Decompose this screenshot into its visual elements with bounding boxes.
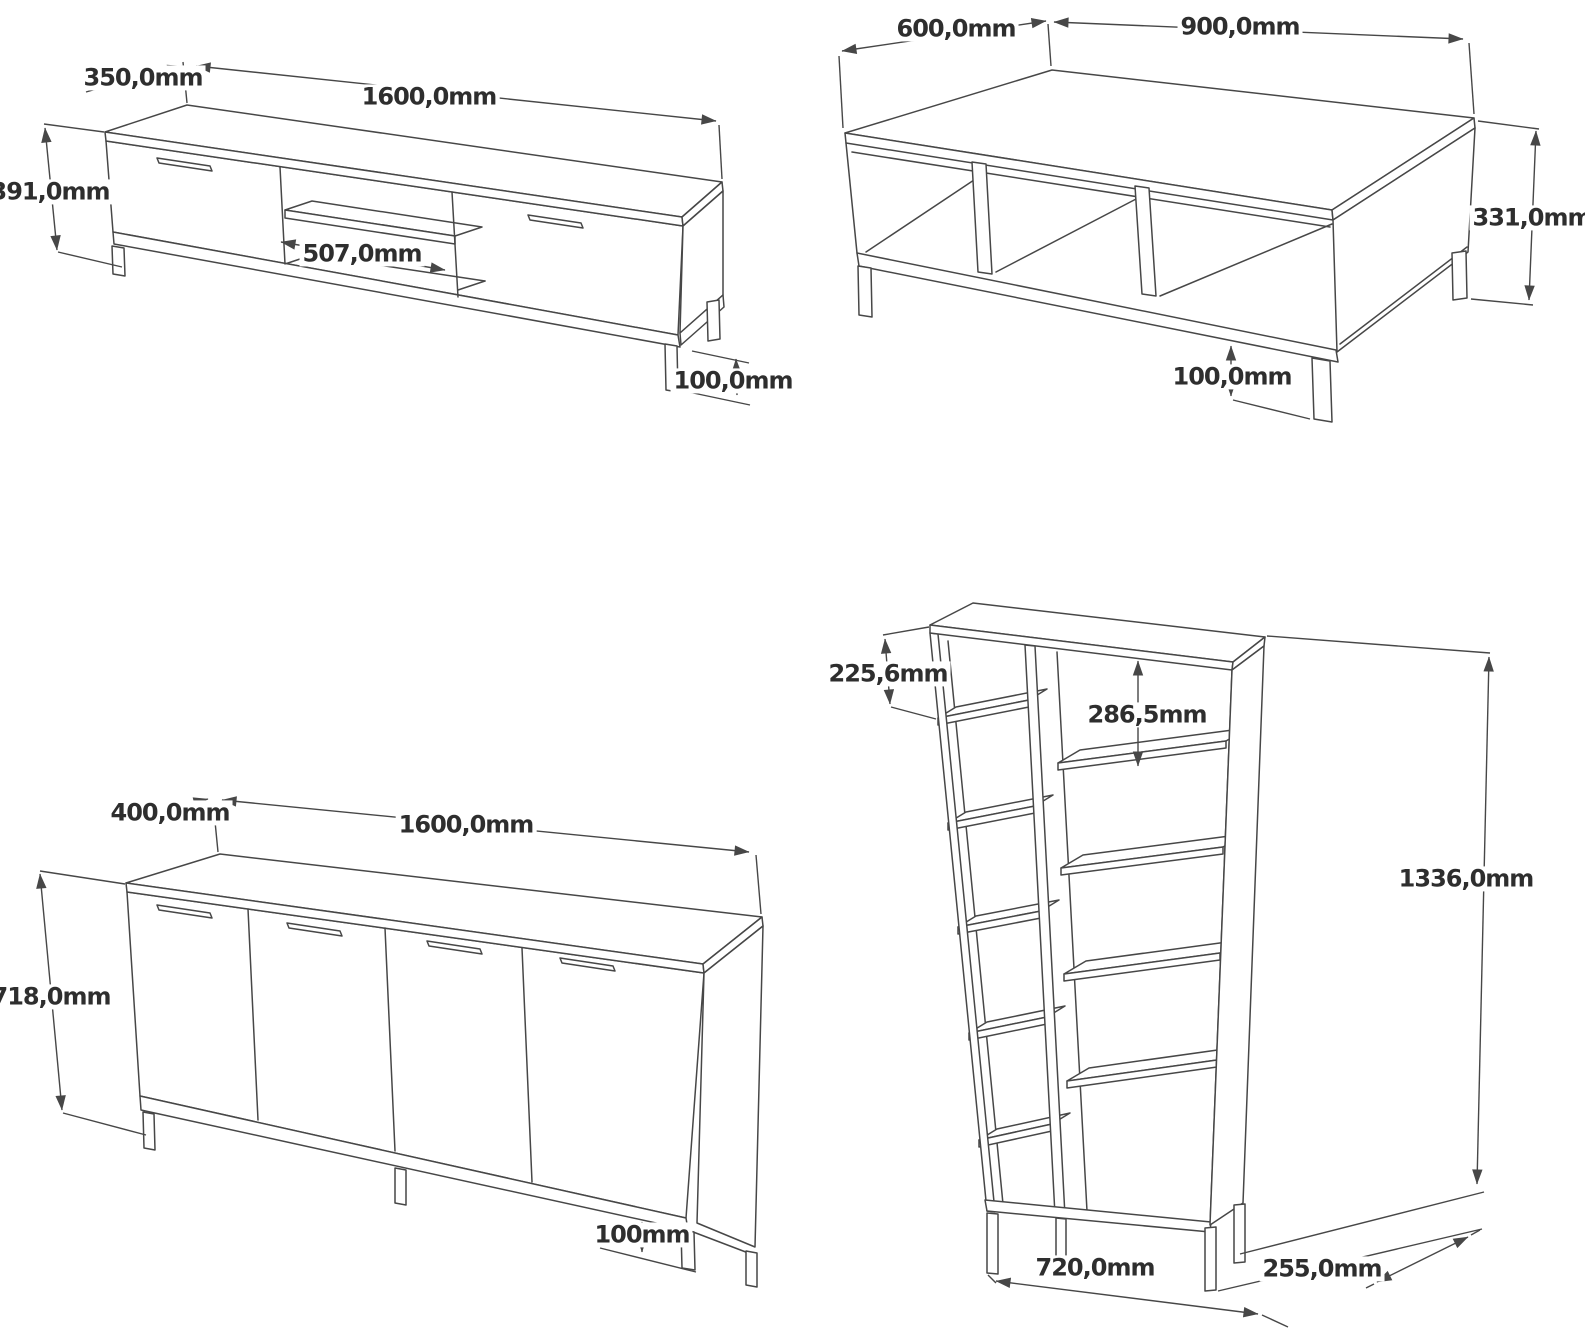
tv-leg	[111, 245, 126, 277]
sideboard-door-divider	[384, 927, 396, 1152]
tv-stand-height-label: 391,0mm	[0, 179, 113, 205]
sideboard-door-handle	[156, 904, 213, 919]
tv-stand-shelf-width-label: 507,0mm	[299, 241, 425, 267]
sideboard-leg	[745, 1250, 758, 1288]
bookshelf-leg	[1055, 1217, 1067, 1259]
tv-door-divider	[451, 191, 459, 298]
sideboard-side-face	[696, 925, 764, 1248]
bookshelf-left-cell-label: 225,6mm	[825, 661, 951, 687]
sideboard-width-label: 1600,0mm	[395, 812, 537, 838]
coffee-table-drawing	[838, 17, 1541, 423]
tv-stand-depth-label: 350,0mm	[80, 65, 206, 91]
bookshelf-depth-label: 255,0mm	[1259, 1256, 1385, 1282]
bookshelf-right-shelves	[1057, 727, 1249, 1089]
sideboard-leg-height-label: 100mm	[591, 1222, 693, 1248]
table-divider	[971, 161, 993, 275]
tv-door-handle	[527, 214, 584, 229]
table-side-face	[1332, 127, 1476, 353]
sideboard-door-divider	[247, 908, 259, 1121]
coffee-table-depth-label: 600,0mm	[893, 16, 1019, 42]
sideboard-leg	[142, 1111, 156, 1151]
sideboard-door-handle	[286, 922, 343, 937]
sideboard-leg	[394, 1167, 407, 1206]
tv-stand-width-label: 1600,0mm	[358, 84, 500, 110]
tv-door-handle	[156, 157, 213, 172]
table-divider	[1134, 185, 1157, 297]
table-leg	[857, 265, 873, 318]
coffee-table-width-label: 900,0mm	[1177, 14, 1303, 40]
bookshelf-right-cell-label: 286,5mm	[1084, 702, 1210, 728]
sideboard-door-divider	[521, 947, 533, 1183]
tv-stand-drawing	[41, 61, 751, 406]
sideboard-door-handle	[559, 957, 616, 972]
bookshelf-height-label: 1336,0mm	[1395, 866, 1537, 892]
tv-stand-leg-height-label: 100,0mm	[670, 368, 796, 394]
bookshelf-side-face	[1209, 645, 1265, 1226]
coffee-table-leg-height-label: 100,0mm	[1169, 364, 1295, 390]
tv-leg	[706, 299, 721, 342]
bookshelf-leg	[1204, 1226, 1217, 1292]
bookshelf-leg	[1233, 1203, 1246, 1264]
sideboard-depth-label: 400,0mm	[107, 800, 233, 826]
bookshelf-leg	[986, 1212, 999, 1275]
bookshelf-left-shelves	[937, 688, 1071, 1148]
bookshelf-width-label: 720,0mm	[1032, 1255, 1158, 1281]
sideboard-drawing	[36, 796, 764, 1288]
bookshelf-drawing	[880, 602, 1494, 1328]
table-leg	[1311, 357, 1333, 423]
sideboard-door-handle	[426, 940, 483, 955]
coffee-table-height-label: 331,0mm	[1469, 205, 1585, 231]
sideboard-height-label: 718,0mm	[0, 984, 114, 1010]
table-leg	[1451, 250, 1468, 301]
